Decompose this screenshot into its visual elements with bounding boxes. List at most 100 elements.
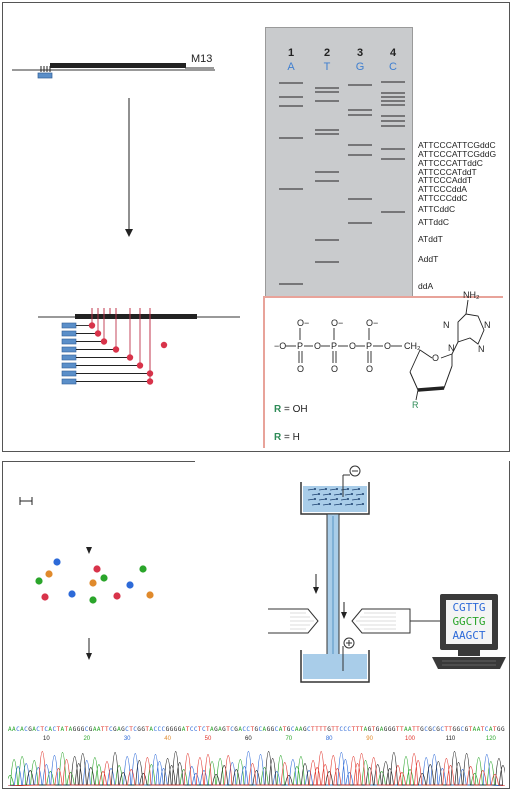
- sequence-base: C: [153, 726, 158, 733]
- sequence-base: C: [24, 726, 28, 733]
- arrow-down-icon-1: [86, 547, 92, 554]
- sequence-base: A: [68, 726, 73, 733]
- nh2-group: NH₂: [463, 290, 480, 300]
- fluorescent-fragment: [68, 590, 76, 598]
- sequence-base: A: [408, 726, 412, 733]
- sequence-base: G: [375, 726, 380, 733]
- bottom-panel: [2, 461, 510, 789]
- sequence-base: G: [302, 726, 307, 733]
- sequence-base: T: [56, 726, 61, 733]
- tick-label: 10: [43, 736, 50, 742]
- sequence-base: A: [60, 726, 65, 733]
- sequence-base: C: [36, 726, 40, 733]
- sequence-base: T: [359, 726, 364, 733]
- sequence-base: G: [327, 726, 331, 733]
- fluorescent-fragment: [126, 581, 134, 589]
- sequence-base: T: [412, 726, 416, 733]
- m13-label: M13: [191, 53, 212, 65]
- lower-buffer-reservoir: [300, 650, 370, 683]
- sequence-base: C: [246, 726, 251, 733]
- sequence-base: T: [64, 726, 69, 733]
- tick-label: 40: [164, 736, 171, 742]
- trace-C: [8, 751, 505, 786]
- sequence-base: C: [274, 726, 279, 733]
- computer-icon: [432, 594, 506, 669]
- sequencing-gel: [265, 27, 413, 297]
- sequence-base: G: [141, 726, 145, 733]
- sequence-base: T: [205, 726, 210, 733]
- sequence-base: T: [185, 726, 190, 733]
- sequence-base: C: [290, 726, 295, 733]
- laser-source-icon: [268, 608, 319, 634]
- sequence-base: G: [383, 726, 388, 733]
- sequence-base: T: [197, 726, 202, 733]
- gel-lane-base: A: [287, 61, 295, 73]
- sequence-base: G: [367, 726, 372, 733]
- sequence-base: G: [177, 726, 182, 733]
- sequence-base: C: [432, 726, 436, 733]
- sequence-base: G: [173, 726, 178, 733]
- fluorescent-fragment: [35, 577, 43, 585]
- fragment-label: ATTddC: [418, 217, 450, 227]
- sequence-base: A: [294, 726, 299, 733]
- sequence-base: A: [278, 726, 283, 733]
- monitor-line-1: CGTTG: [452, 601, 486, 614]
- r-oh-legend: R = OH: [274, 404, 308, 415]
- sequence-base: G: [500, 726, 505, 733]
- r-h-r: R: [274, 432, 282, 443]
- sequence-base: A: [92, 726, 97, 733]
- charge-2: O−: [331, 318, 343, 328]
- sequence-base: C: [460, 726, 465, 733]
- fluorescent-fragment: [45, 570, 53, 578]
- gel-lane-base: T: [324, 61, 331, 73]
- scale-bar-icon: [19, 497, 33, 505]
- n7: N: [443, 320, 450, 330]
- sequence-base: C: [440, 726, 444, 733]
- sequence-base: G: [254, 726, 259, 733]
- sequence-base: T: [323, 726, 327, 733]
- sequence-base: C: [109, 726, 113, 733]
- sequence-base: G: [456, 726, 461, 733]
- free-terminator: [160, 341, 168, 349]
- fluorescent-fragment: [41, 593, 49, 601]
- trace-G: [8, 751, 505, 786]
- sequence-base: T: [480, 726, 485, 733]
- sequence-base: A: [379, 726, 384, 733]
- bottom-panel-top-rule: [2, 461, 195, 462]
- sequence-base: T: [399, 726, 404, 733]
- sequence-base: G: [28, 726, 32, 733]
- electropherogram-trace: [8, 751, 505, 786]
- monitor-line-2: GGCTG: [452, 615, 486, 628]
- gel-lane-number: 3: [357, 47, 363, 59]
- fluorescent-fragment: [53, 558, 61, 566]
- sequence-base: C: [133, 726, 137, 733]
- r-oh-r: R: [274, 404, 282, 415]
- gel-lane-base: C: [389, 61, 397, 73]
- sequence-base: C: [157, 726, 162, 733]
- p1: P: [297, 341, 303, 351]
- sequence-base: T: [282, 726, 287, 733]
- tick-label: 70: [285, 736, 293, 742]
- sequence-base: A: [403, 726, 408, 733]
- primer: [37, 66, 53, 79]
- charge-4: −O: [274, 341, 286, 351]
- sequence-base: C: [52, 726, 57, 733]
- fluorescent-fragment: [89, 579, 97, 587]
- arrow-head-icon: [125, 229, 133, 237]
- o-bridge-1: O: [314, 341, 321, 351]
- o-bridge-3: O: [384, 341, 391, 351]
- sequence-base: A: [181, 726, 186, 733]
- sequence-base: C: [242, 726, 246, 733]
- sequence-base: G: [72, 726, 77, 733]
- top-diagram: M13: [12, 53, 240, 385]
- sequence-base: C: [343, 726, 347, 733]
- sequence-base: A: [117, 726, 121, 733]
- sequence-base: G: [496, 726, 501, 733]
- sequence-base: A: [238, 726, 242, 733]
- tick-label: 60: [245, 736, 252, 742]
- sequence-base: A: [210, 726, 214, 733]
- p3: P: [366, 341, 372, 351]
- fragment-label: ATTCCCATddT: [418, 167, 477, 177]
- n3: N: [478, 344, 485, 354]
- sequence-base: C: [484, 726, 489, 733]
